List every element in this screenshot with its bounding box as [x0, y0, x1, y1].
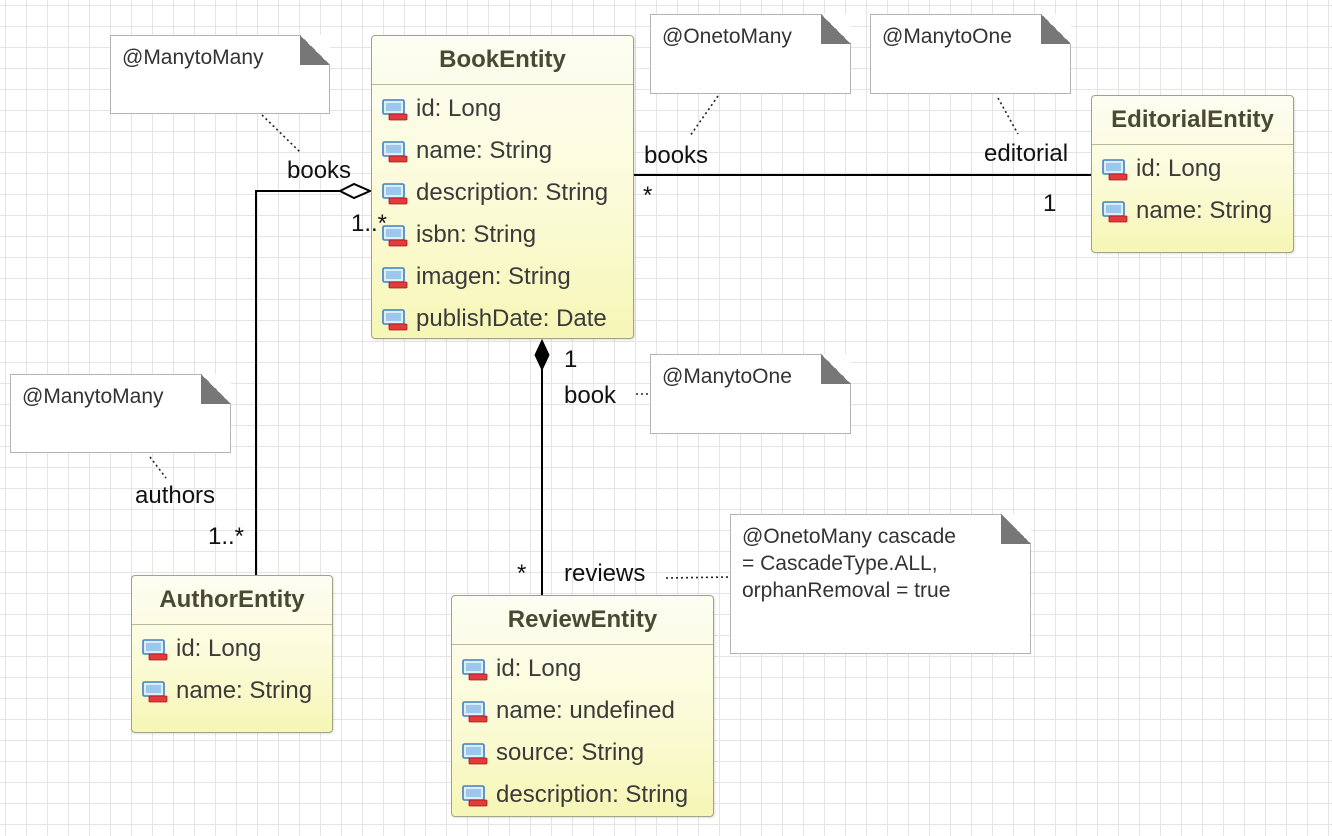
entity-title: AuthorEntity [132, 576, 332, 625]
note-text-line: @OnetoMany cascade [742, 525, 956, 548]
field-icon [462, 785, 488, 807]
attribute-text: name: String [1136, 197, 1273, 224]
note-book-manytoone-editorial[interactable]: @ManytoOne [870, 14, 1071, 94]
entity-book[interactable]: BookEntity id: Long name: String descrip… [371, 35, 634, 339]
multiplicity-label: * [517, 560, 527, 587]
multiplicity-label: * [643, 182, 653, 209]
attribute-text: id: Long [176, 635, 262, 662]
attribute-row[interactable]: description: String [452, 774, 713, 816]
role-label-reviews: reviews [564, 560, 646, 587]
note-link [665, 576, 731, 579]
note-reviews-onetomany[interactable]: @OnetoMany cascade = CascadeType.ALL, or… [730, 514, 1031, 654]
attribute-text: id: Long [416, 95, 502, 122]
attribute-row[interactable]: id: Long [452, 648, 713, 690]
field-icon [142, 681, 168, 703]
field-icon [382, 183, 408, 205]
note-text-line: @OnetoMany [662, 25, 792, 48]
attribute-row[interactable]: name: String [372, 130, 633, 172]
attribute-text: source: String [496, 739, 645, 766]
field-icon [462, 659, 488, 681]
attribute-text: description: String [496, 781, 689, 808]
field-icon [1102, 201, 1128, 223]
field-icon [462, 701, 488, 723]
attribute-list: id: Long name: undefined source: String … [452, 645, 713, 816]
field-icon [1102, 159, 1128, 181]
field-icon [382, 141, 408, 163]
attribute-row[interactable]: imagen: String [372, 256, 633, 298]
role-label-books: books [287, 157, 352, 184]
note-text-line: @ManytoMany [22, 385, 164, 408]
role-label-books: books [644, 142, 709, 169]
multiplicity-label: 1..* [351, 210, 388, 237]
attribute-text: imagen: String [416, 263, 571, 290]
note-review-manytoone[interactable]: @ManytoOne [650, 354, 851, 434]
field-icon [382, 99, 408, 121]
note-author-manytomany[interactable]: @ManytoMany [10, 374, 231, 453]
role-label-editorial: editorial [984, 140, 1069, 167]
note-book-books-manytomany[interactable]: @ManytoMany [110, 35, 330, 114]
attribute-row[interactable]: name: String [1092, 190, 1293, 232]
entity-editorial[interactable]: EditorialEntity id: Long name: String [1091, 95, 1294, 253]
note-fold-corner [1041, 14, 1071, 44]
attribute-row[interactable]: name: String [132, 670, 332, 712]
attribute-text: name: String [416, 137, 553, 164]
entity-title: BookEntity [372, 36, 633, 85]
note-fold-corner [821, 14, 851, 44]
attribute-text: publishDate: Date [416, 305, 607, 332]
entity-review[interactable]: ReviewEntity id: Long name: undefined so… [451, 595, 714, 817]
role-label-book: book [564, 382, 617, 409]
note-fold-corner [1001, 514, 1031, 544]
entity-title: EditorialEntity [1092, 96, 1293, 145]
attribute-text: name: String [176, 677, 313, 704]
note-fold-corner [300, 35, 330, 65]
note-text-line: = CascadeType.ALL, [742, 552, 938, 575]
note-editorial-onetomany[interactable]: @OnetoMany [650, 14, 851, 94]
attribute-list: id: Long name: String [132, 625, 332, 712]
attribute-text: isbn: String [416, 221, 537, 248]
attribute-list: id: Long name: String description: Strin… [372, 85, 633, 340]
author-book-association[interactable] [255, 190, 348, 575]
aggregation-diamond [337, 182, 373, 200]
composition-diamond [534, 338, 550, 372]
attribute-row[interactable]: source: String [452, 732, 713, 774]
note-fold-corner [821, 354, 851, 384]
attribute-row[interactable]: publishDate: Date [372, 298, 633, 340]
attribute-text: name: undefined [496, 697, 675, 724]
attribute-row[interactable]: description: String [372, 172, 633, 214]
note-link [997, 97, 1019, 135]
note-fold-corner [201, 374, 231, 404]
note-text-line: @ManytoOne [882, 25, 1012, 48]
attribute-row[interactable]: name: undefined [452, 690, 713, 732]
attribute-text: description: String [416, 179, 609, 206]
attribute-row[interactable]: isbn: String [372, 214, 633, 256]
note-link [149, 456, 167, 479]
field-icon [382, 267, 408, 289]
note-link [689, 95, 719, 137]
role-label-authors: authors [135, 482, 216, 509]
multiplicity-label: 1..* [208, 523, 245, 550]
attribute-list: id: Long name: String [1092, 145, 1293, 232]
field-icon [382, 225, 408, 247]
attribute-row[interactable]: id: Long [372, 88, 633, 130]
note-text-line: @ManytoMany [122, 46, 264, 69]
attribute-row[interactable]: id: Long [132, 628, 332, 670]
multiplicity-label: 1 [564, 346, 578, 373]
entity-author[interactable]: AuthorEntity id: Long name: String [131, 575, 333, 733]
note-text-line: @ManytoOne [662, 365, 792, 388]
note-text-line: orphanRemoval = true [742, 579, 951, 602]
attribute-text: id: Long [1136, 155, 1222, 182]
field-icon [142, 639, 168, 661]
attribute-text: id: Long [496, 655, 582, 682]
entity-title: ReviewEntity [452, 596, 713, 645]
note-link [261, 114, 301, 153]
attribute-row[interactable]: id: Long [1092, 148, 1293, 190]
field-icon [382, 309, 408, 331]
field-icon [462, 743, 488, 765]
multiplicity-label: 1 [1043, 190, 1057, 217]
